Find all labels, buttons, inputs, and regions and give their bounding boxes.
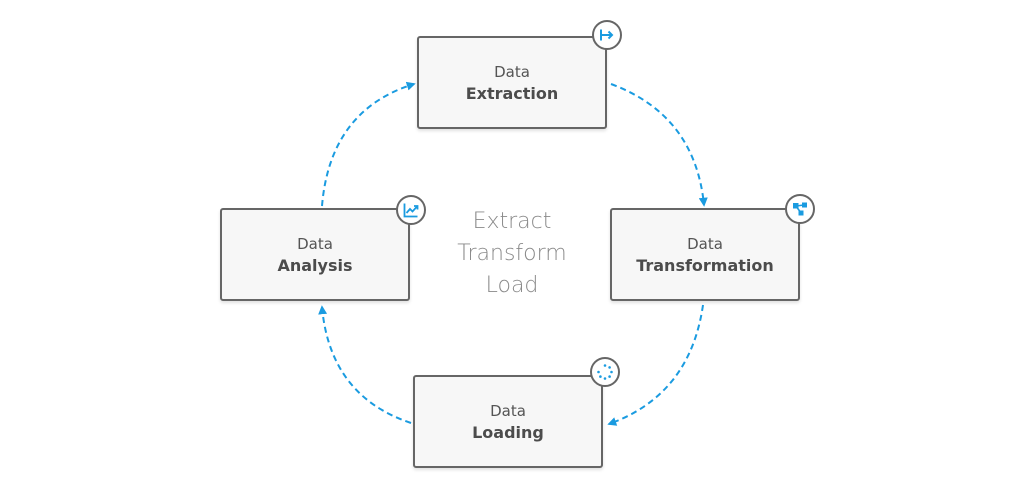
node-data-loading: Data Loading [413,375,603,468]
arrow-to-line-icon [592,20,622,50]
node-prefix: Data [494,62,530,81]
arrow-extraction-to-transformation [610,83,708,207]
node-title: Transformation [636,255,774,275]
arrow-transformation-to-loading [607,304,704,426]
node-prefix: Data [297,234,333,253]
node-data-extraction: Data Extraction [417,36,607,129]
node-data-transformation: Data Transformation [610,208,800,301]
node-prefix: Data [687,234,723,253]
node-title: Loading [472,422,544,442]
node-title: Extraction [465,83,559,103]
node-prefix: Data [490,401,526,420]
node-title: Analysis [277,255,353,275]
center-line-load: Load [485,273,539,298]
node-data-analysis: Data Analysis [220,208,410,301]
center-line-transform: Transform [457,241,567,266]
arrow-loading-to-analysis [318,305,412,424]
center-line-extract: Extract [472,209,552,234]
trending-chart-icon [396,195,426,225]
etl-center-label: Extract Transform Load [430,206,594,302]
spinner-dots-icon [590,357,620,387]
arrow-analysis-to-extraction [321,81,416,207]
network-nodes-icon [785,194,815,224]
